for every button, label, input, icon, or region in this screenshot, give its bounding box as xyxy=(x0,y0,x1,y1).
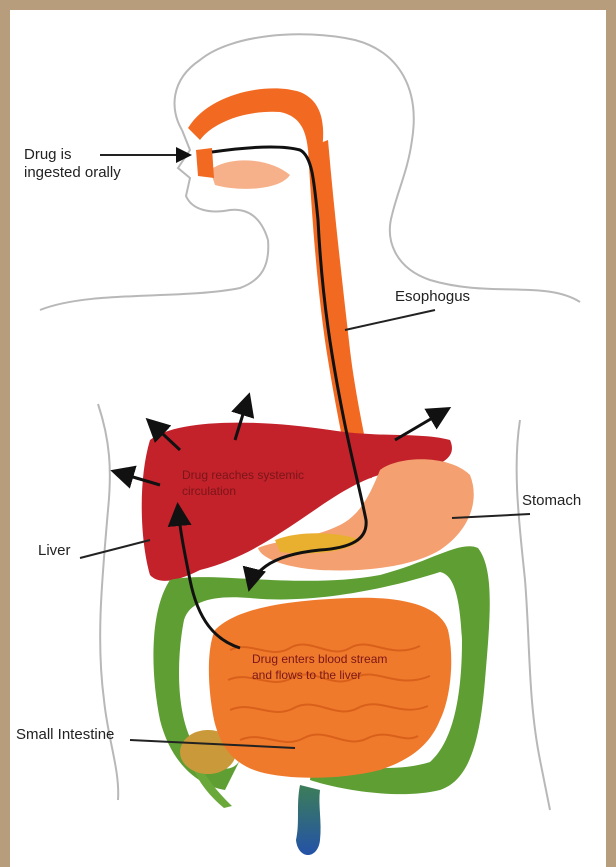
label-blood-stream-1: Drug enters blood stream xyxy=(252,652,387,667)
label-small-intestine: Small Intestine xyxy=(16,726,114,744)
rectum xyxy=(296,785,321,855)
label-stomach: Stomach xyxy=(522,492,581,510)
label-drug-ingested-2: ingested orally xyxy=(24,164,121,182)
neck-left xyxy=(40,240,268,310)
label-systemic-circulation-2: circulation xyxy=(182,484,236,499)
lips xyxy=(196,148,214,178)
label-liver: Liver xyxy=(38,542,71,560)
torso-right xyxy=(517,420,550,810)
label-systemic-circulation-1: Drug reaches systemic xyxy=(182,468,304,483)
small-intestine xyxy=(209,598,451,778)
diagram-canvas: Drug is ingested orally Esophogus Stomac… xyxy=(10,10,606,867)
nasal-cavity xyxy=(188,88,323,150)
tongue xyxy=(210,160,290,189)
label-drug-ingested-1: Drug is xyxy=(24,146,72,164)
label-esophagus: Esophogus xyxy=(395,288,470,306)
mouth-and-throat xyxy=(188,88,323,189)
esophagus-pointer xyxy=(345,310,435,330)
arrow-out-4 xyxy=(395,410,446,440)
liver-pointer xyxy=(80,540,150,558)
label-blood-stream-2: and flows to the liver xyxy=(252,668,361,683)
